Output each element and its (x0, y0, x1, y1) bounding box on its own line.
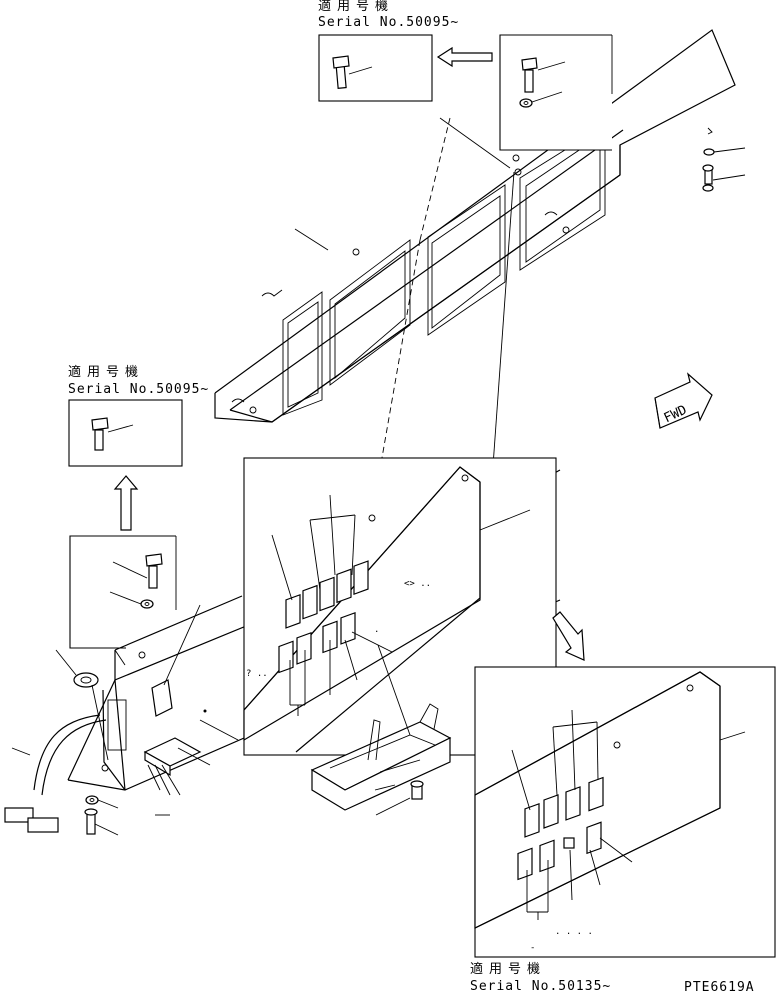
washer-bolt-right (702, 147, 746, 192)
arrow-down-right (552, 611, 585, 661)
callout-top-jp-label: 適用号機 (318, 0, 395, 14)
switch-row-top (285, 560, 369, 629)
callout-box-left (68, 399, 183, 467)
callout-top-serial: Serial No.50095~ (318, 15, 460, 30)
callout-left-jp-label: 適用号機 (68, 365, 145, 380)
callout-box-top-right (499, 34, 613, 151)
callout-bottom-jp-label: 適用号機 (470, 962, 547, 977)
svg-text:-: - (530, 943, 535, 953)
svg-text:.: . (374, 625, 379, 635)
switch-row-variant (517, 776, 604, 881)
callout-bottom-serial: Serial No.50135~ (470, 979, 612, 994)
drawing-id: PTE6619A (684, 980, 755, 995)
grommet-cable (4, 649, 109, 833)
arrow-left (436, 46, 493, 68)
svg-text:. . . .: . . . . (555, 927, 593, 937)
svg-text:? ..: ? .. (246, 669, 268, 679)
monitor-callout-box-variant: . . . . - (474, 666, 776, 958)
monitor-callout-box: <> .. . ? .. (243, 457, 557, 756)
svg-text:<> ..: <> .. (404, 579, 431, 589)
tray (310, 703, 452, 816)
callout-box-top (318, 34, 433, 102)
switch-row-bottom (278, 611, 356, 674)
callout-box-left-lower (69, 535, 177, 649)
callout-left-serial: Serial No.50095~ (68, 382, 210, 397)
washer-bolt-lower-left (84, 795, 119, 836)
fwd-arrow: FWD (654, 372, 713, 429)
upper-frame (214, 29, 736, 423)
arrow-up (113, 475, 139, 531)
